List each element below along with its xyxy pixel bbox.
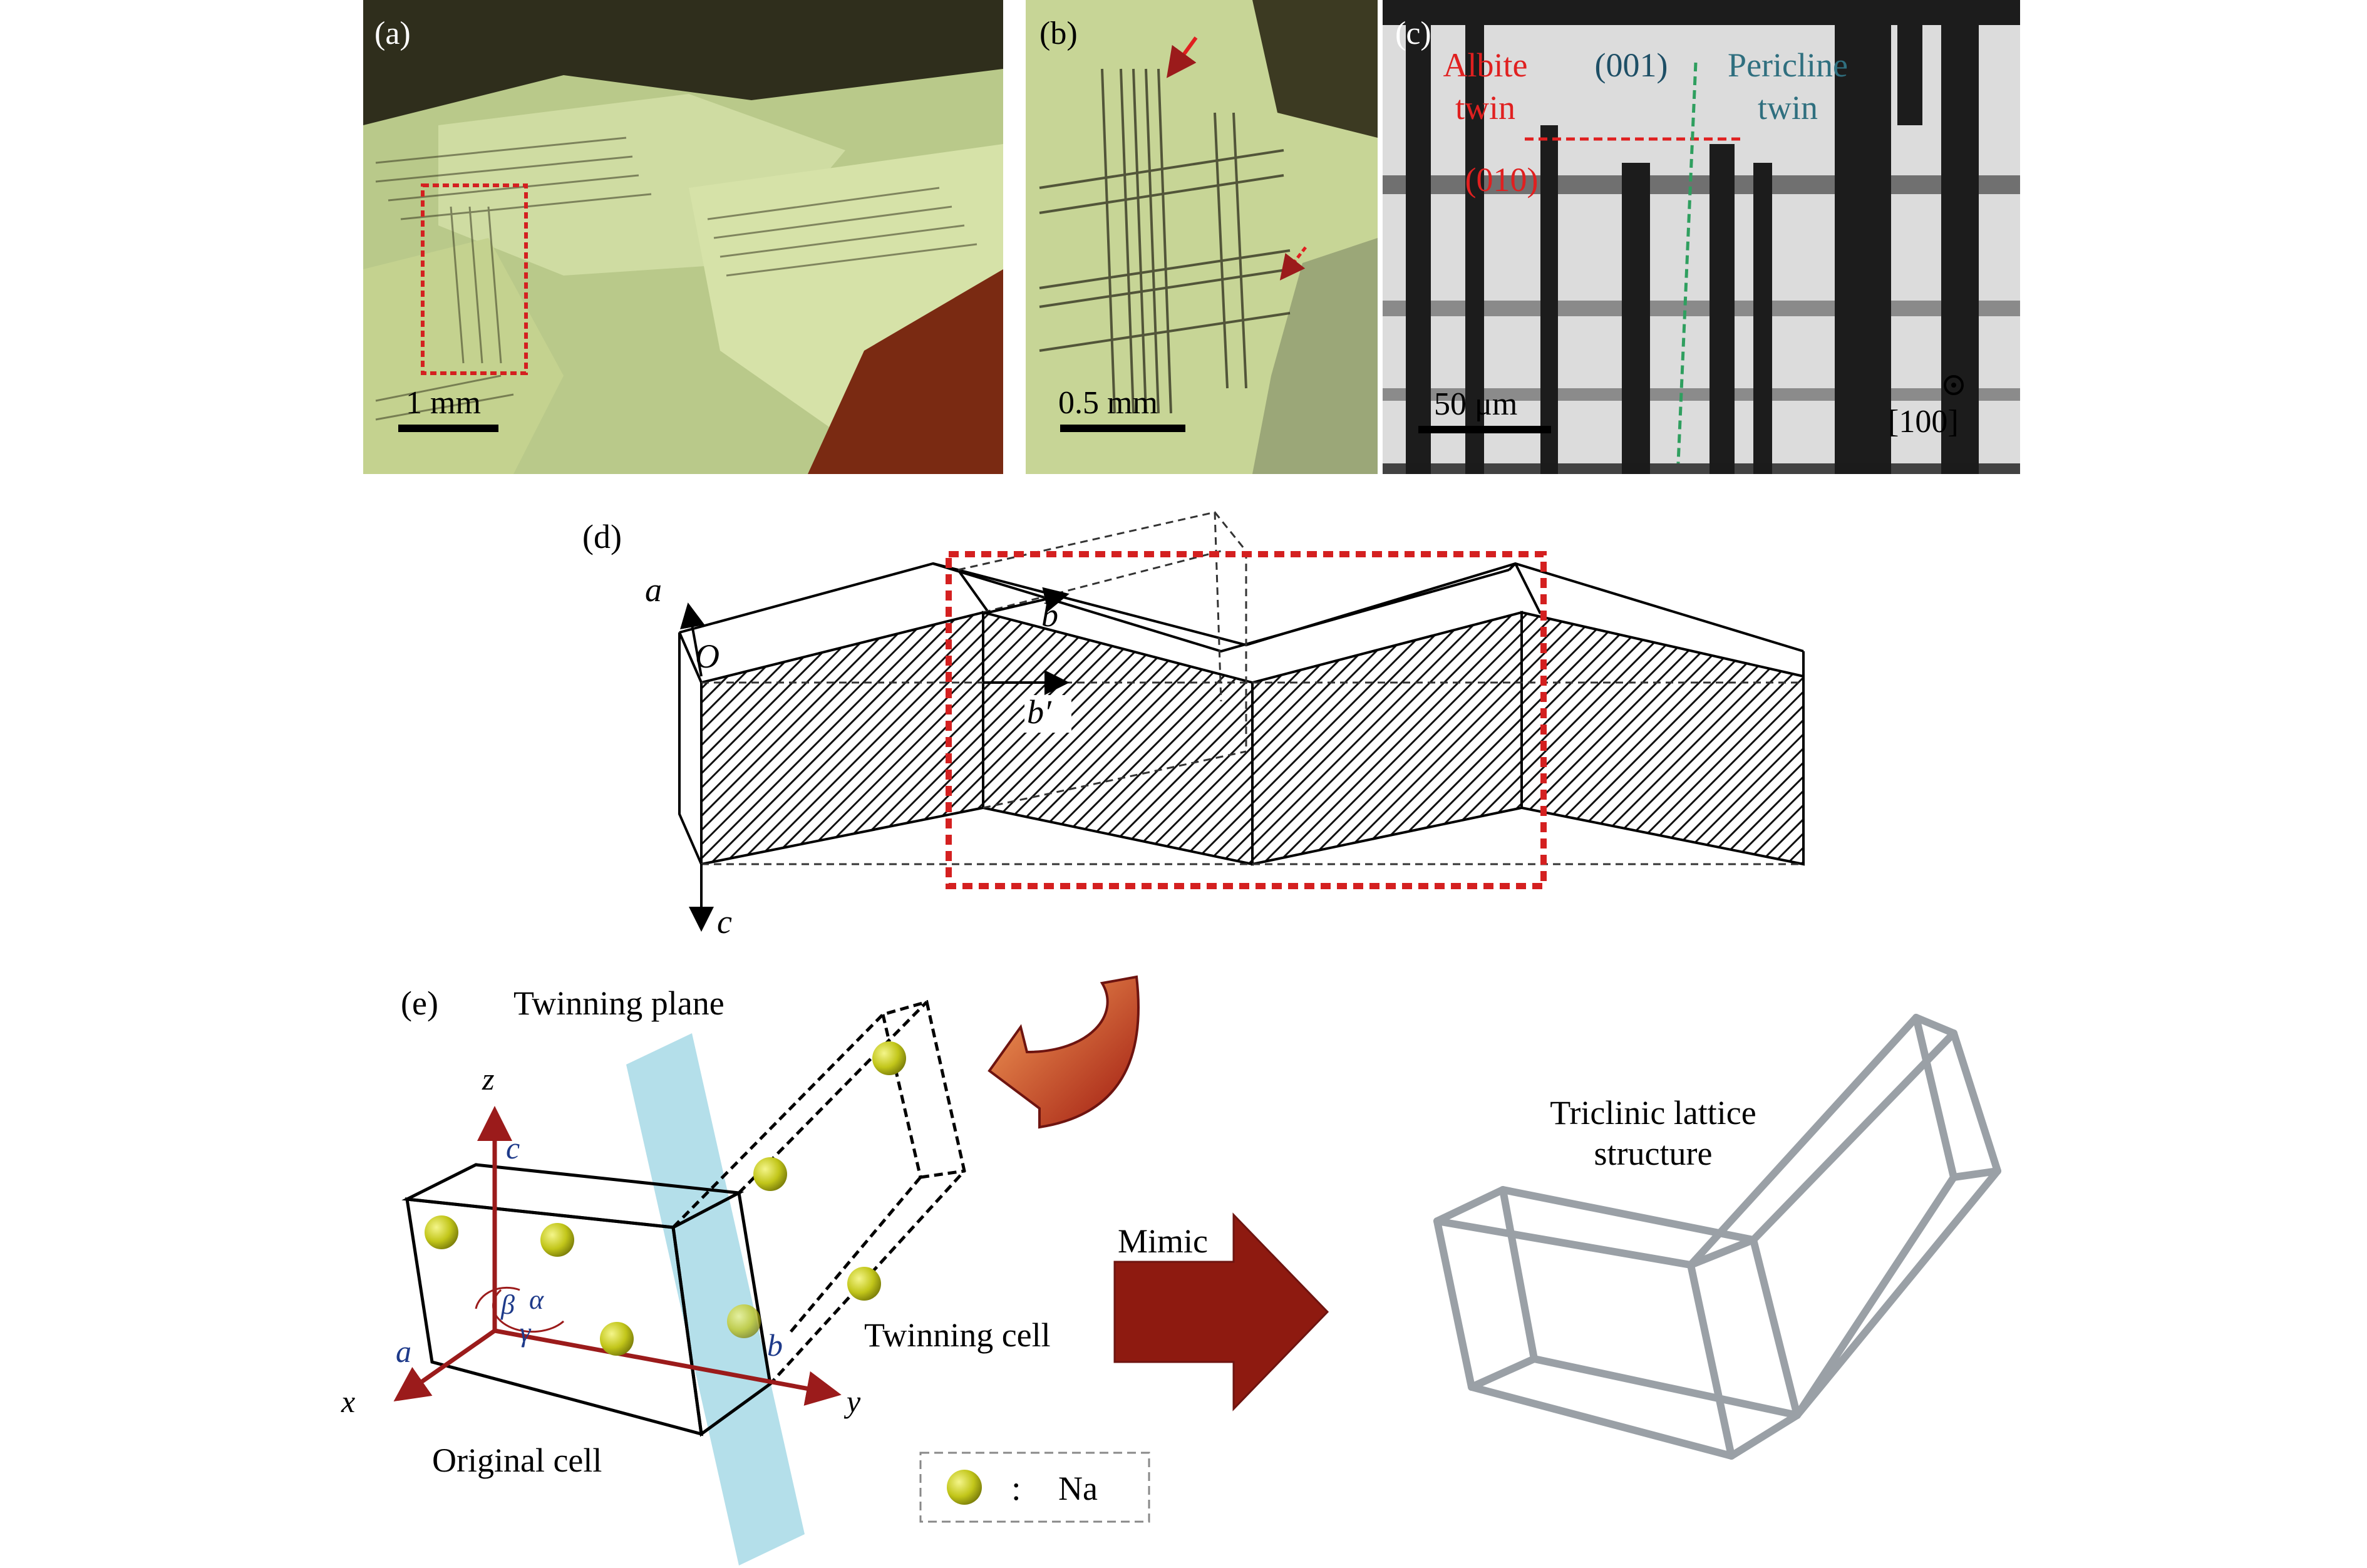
panel-c-dark-band <box>1383 175 2020 194</box>
panel-d-axis-a-label: a <box>645 571 662 609</box>
panel-e-twinning-plane-label: Twinning plane <box>513 984 725 1022</box>
panel-e-legend-separator: : <box>1011 1469 1021 1508</box>
panel-c-direction-text: [100] <box>1888 404 1959 440</box>
na-atom <box>727 1304 761 1338</box>
panel-d-origin-label: O <box>695 637 719 675</box>
na-atom <box>425 1215 458 1249</box>
panel-d-axis-a <box>680 602 705 677</box>
panel-e-mimic-label: Mimic <box>1118 1222 1208 1260</box>
panel-e-angle-gamma: γ <box>520 1317 532 1348</box>
panel-a-dark-grain <box>363 0 1003 125</box>
panel-c-dark-band <box>1383 301 2020 316</box>
panel-b-scale-text: 0.5 mm <box>1058 385 1158 421</box>
panel-b-twin-lamellae <box>1039 68 1291 414</box>
panel-c-plane-010: (010) <box>1465 161 1539 199</box>
panel-d-top-edge <box>679 562 959 634</box>
panel-a: (a) 1 mm <box>363 0 1003 474</box>
na-atom <box>600 1322 634 1356</box>
panel-e-legend-na-icon <box>947 1470 982 1505</box>
panel-e-triclinic-label-line2: structure <box>1594 1135 1713 1172</box>
panel-e-axis-b-label: b <box>767 1328 783 1363</box>
panel-a-scale-text: 1 mm <box>406 385 481 421</box>
panel-e-curved-arrow <box>988 975 1140 1129</box>
panel-a-scale-bar <box>398 425 498 432</box>
panel-a-brown-grain <box>808 269 1003 474</box>
panel-d-hatched-face <box>1251 611 1523 866</box>
na-atom <box>753 1157 787 1191</box>
panel-d-label: (d) <box>582 518 622 555</box>
panel-e-angle-beta: β <box>500 1289 515 1320</box>
panel-e-original-cell-label: Original cell <box>432 1442 602 1479</box>
panel-b-label: (b) <box>1039 16 1078 51</box>
panel-e-legend-label: Na <box>1058 1470 1098 1507</box>
panel-e-mimic-arrow <box>1113 1212 1329 1411</box>
panel-d-axis-b <box>982 587 1070 615</box>
panel-e-axis-y <box>494 1328 842 1406</box>
panel-c-label: (c) <box>1395 16 1431 51</box>
panel-e-na-atoms <box>425 1041 906 1356</box>
panel-b-scale-bar <box>1060 425 1185 432</box>
na-atom <box>847 1267 881 1301</box>
na-atom <box>872 1041 906 1075</box>
panel-e-angle-alpha: α <box>529 1284 544 1315</box>
panel-d-edge <box>1514 563 1542 614</box>
panel-e-angle-arcs <box>492 1289 564 1333</box>
panel-c-out-of-plane-dot <box>1951 383 1956 388</box>
panel-c-pericline-label-line1: Pericline <box>1728 46 1848 84</box>
panel-d-projected-cell <box>957 511 1247 751</box>
panel-b-dark-grain <box>1252 0 1378 138</box>
panel-c-scale-bar <box>1418 426 1551 433</box>
panel-e-axis-y-label: y <box>843 1384 861 1419</box>
panel-c-albite-label-line2: twin <box>1455 89 1515 126</box>
panel-d: (d) a b b′ c O <box>582 511 1805 941</box>
panel-d-axis-b-label: b <box>1041 596 1058 634</box>
panel-b: (b) 0.5 mm <box>1026 0 1378 474</box>
panel-b-red-arrow <box>1166 36 1198 78</box>
panel-c-pericline-label-line2: twin <box>1758 89 1818 126</box>
panel-e-twinning-plane <box>626 1033 805 1565</box>
panel-c-albite-label-line1: Albite <box>1443 46 1528 84</box>
panel-c-scale-text: 50 μm <box>1434 386 1517 422</box>
panel-b-red-dashed-arrow <box>1279 246 1307 281</box>
panel-e-legend-box <box>919 1452 1150 1523</box>
panel-c-plane-001: (001) <box>1595 46 1668 84</box>
panel-d-top-edge <box>957 562 1804 652</box>
panel-e-original-cell-side <box>671 1192 772 1437</box>
panel-c-dark-band <box>1383 0 2020 25</box>
panel-e-label: (e) <box>401 984 438 1022</box>
panel-d-b-prime-bg <box>1024 695 1071 733</box>
panel-d-axis-b-prime-label: b′ <box>1027 693 1052 731</box>
panel-e-axis-x <box>393 1329 497 1402</box>
panel-d-red-box <box>946 551 1547 889</box>
panel-a-label: (a) <box>374 16 411 51</box>
panel-c-out-of-plane-symbol <box>1944 375 1964 395</box>
panel-b-grain <box>1252 238 1378 474</box>
panel-e-axis-a-label: a <box>396 1334 411 1369</box>
panel-c-pericline-trace <box>1676 62 1698 464</box>
panel-c-vertical-lamellae <box>1406 0 1979 474</box>
panel-d-hatched-face <box>982 611 1254 866</box>
panel-e-twinning-cell-label: Twinning cell <box>864 1316 1051 1354</box>
panel-e-axis-x-label: x <box>341 1384 355 1419</box>
panel-d-hatched-face <box>1520 611 1805 866</box>
panel-d-top-edge-back <box>932 562 1510 653</box>
panel-a-zoom-box <box>421 183 528 375</box>
panel-e: (e) Twinning plane z c x a y b α β γ <box>341 975 2001 1565</box>
na-atom <box>540 1223 574 1257</box>
panel-c: (c) Albite twin (001) Pericline twin (01… <box>1383 0 2020 474</box>
panel-e-axis-c-label: c <box>506 1130 520 1165</box>
panel-c-bottom-band <box>1383 463 2020 474</box>
panel-e-triclinic-lattice <box>1433 1014 2001 1460</box>
panel-e-axis-z-label: z <box>482 1061 494 1096</box>
panel-e-triclinic-label-line1: Triclinic lattice <box>1550 1094 1756 1132</box>
panel-d-axis-c-label: c <box>717 903 732 941</box>
panel-d-hatched-face <box>700 611 984 866</box>
